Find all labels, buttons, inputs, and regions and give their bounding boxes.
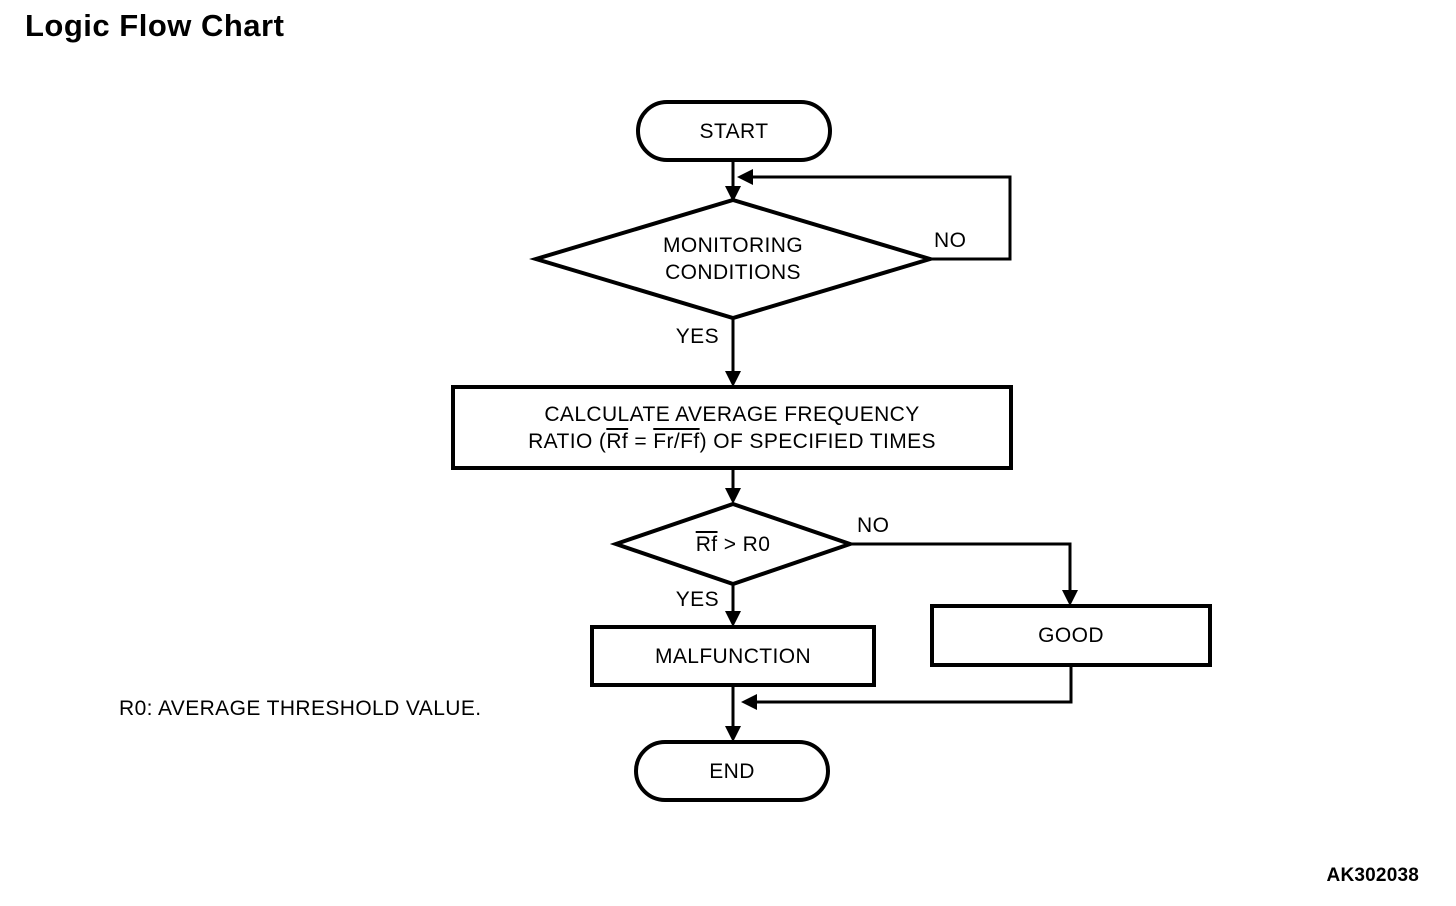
calculate-label-line1: CALCULATE AVERAGE FREQUENCY xyxy=(544,402,920,426)
edge-label-no-rf: NO xyxy=(857,514,890,537)
arrowhead-down-monitoring-entry xyxy=(725,186,741,202)
page-title: Logic Flow Chart xyxy=(25,8,285,43)
monitoring-label-line1: MONITORING xyxy=(662,234,804,257)
figure-code: AK302038 xyxy=(1326,865,1419,886)
monitoring-decision-label: MONITORING CONDITIONS xyxy=(536,200,930,318)
good-process-label: GOOD xyxy=(1038,624,1104,647)
arrowhead-left-return xyxy=(737,169,753,185)
arrowhead-down-rfcheck-entry xyxy=(725,488,741,504)
calculate-process-shape xyxy=(451,385,1013,470)
rf-condition-text: Rf > R0 xyxy=(696,531,771,558)
malfunction-process-label: MALFUNCTION xyxy=(654,644,812,668)
monitoring-decision-shape xyxy=(529,197,937,321)
calculate-process-label: CALCULATE AVERAGE FREQUENCY RATIO (Rf = … xyxy=(453,387,1011,468)
calculate-label-line2: RATIO (Rf = Fr/Ff) OF SPECIFIED TIMES xyxy=(528,428,936,455)
start-node-shape xyxy=(636,100,832,162)
end-node-label: END xyxy=(709,759,755,783)
edge-label-yes-rf: YES xyxy=(675,588,719,611)
text-segment: > R0 xyxy=(717,532,771,556)
text-segment: ) OF SPECIFIED TIMES xyxy=(699,429,936,453)
good-exit-merge-line xyxy=(757,665,1073,704)
monitoring-label-line2: CONDITIONS xyxy=(665,261,801,284)
text-segment: RATIO ( xyxy=(528,429,607,453)
no-return-line-monitoring xyxy=(753,175,1012,261)
arrowhead-down-calculate-entry xyxy=(725,371,741,387)
overline-text-segment: Rf xyxy=(695,532,718,556)
good-process-shape xyxy=(930,604,1212,667)
overline-text-segment: Rf xyxy=(606,429,629,453)
overline-text-segment: Fr/Ff xyxy=(653,429,700,453)
rf-decision-shape xyxy=(609,501,857,587)
no-line-rfcheck-to-good xyxy=(850,542,1072,592)
arrowhead-down-end-entry xyxy=(725,726,741,742)
threshold-note: R0: AVERAGE THRESHOLD VALUE. xyxy=(119,697,482,720)
arrowhead-down-good-entry xyxy=(1062,590,1078,606)
end-node-shape xyxy=(634,740,830,802)
arrowhead-left-merge xyxy=(741,694,757,710)
start-node-label: START xyxy=(699,119,769,143)
malfunction-process-shape xyxy=(590,625,876,687)
arrowhead-down-malfunction-entry xyxy=(725,611,741,627)
edge-label-yes-monitoring: YES xyxy=(675,325,719,348)
edge-label-no-monitoring: NO xyxy=(934,229,967,252)
rf-decision-label: Rf > R0 xyxy=(616,504,850,584)
text-segment: = xyxy=(628,429,654,453)
